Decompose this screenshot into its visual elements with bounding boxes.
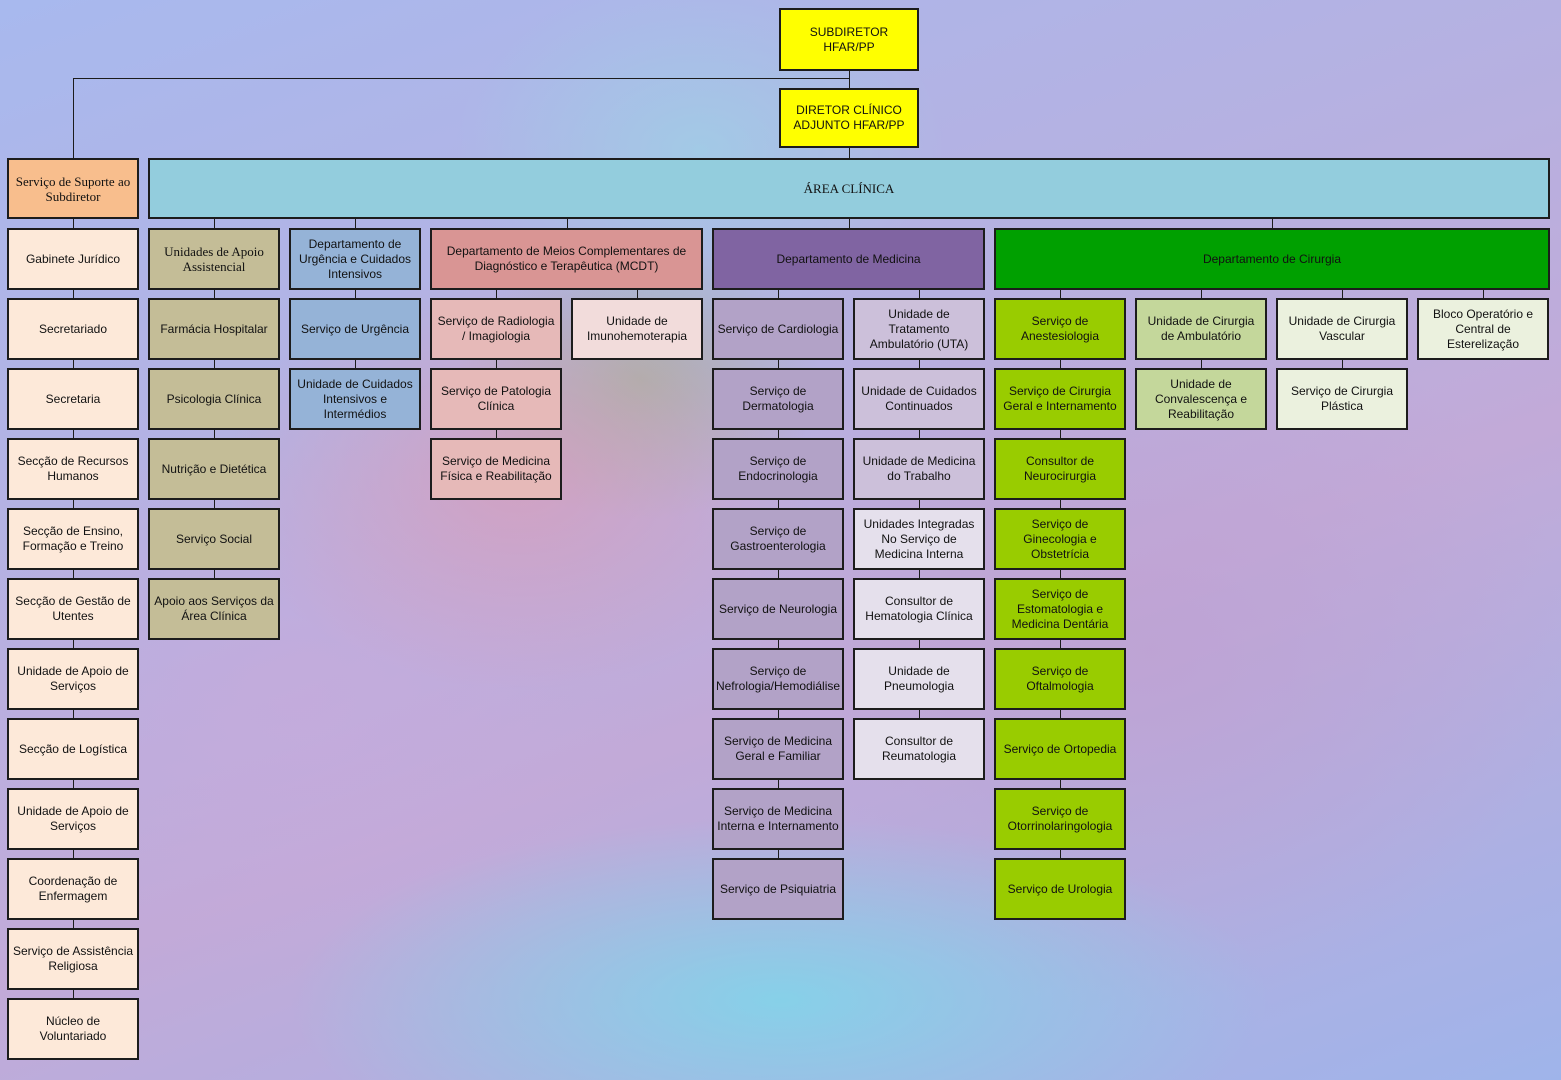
cirurgia-d-item[interactable]: Bloco Operatório e Central de Estereliza… bbox=[1417, 298, 1549, 360]
medicina-a-item[interactable]: Serviço de Psiquiatria bbox=[712, 858, 844, 920]
medicina-b-item[interactable]: Unidades Integradas No Serviço de Medici… bbox=[853, 508, 985, 570]
support-item[interactable]: Unidade de Apoio de Serviços bbox=[7, 648, 139, 710]
dept-mcdt-header[interactable]: Departamento de Meios Complementares de … bbox=[430, 228, 703, 290]
cirurgia-c-item[interactable]: Serviço de Cirurgia Plástica bbox=[1276, 368, 1408, 430]
connector-dept bbox=[1272, 219, 1273, 228]
subdiretor-box[interactable]: SUBDIRETOR HFAR/PP bbox=[779, 8, 919, 71]
dept-medicina-header[interactable]: Departamento de Medicina bbox=[712, 228, 985, 290]
cirurgia-a-item[interactable]: Serviço de Oftalmologia bbox=[994, 648, 1126, 710]
cirurgia-a-item[interactable]: Serviço de Anestesiologia bbox=[994, 298, 1126, 360]
mcdt-b-item[interactable]: Unidade de Imunohemoterapia bbox=[571, 298, 703, 360]
medicina-a-item[interactable]: Serviço de Cardiologia bbox=[712, 298, 844, 360]
medicina-b-item[interactable]: Unidade de Cuidados Continuados bbox=[853, 368, 985, 430]
medicina-b-item[interactable]: Unidade de Medicina do Trabalho bbox=[853, 438, 985, 500]
medicina-b-item[interactable]: Consultor de Reumatologia bbox=[853, 718, 985, 780]
medicina-a-item[interactable]: Serviço de Nefrologia/Hemodiálise bbox=[712, 648, 844, 710]
connector-area bbox=[849, 148, 850, 158]
support-item[interactable]: Serviço de Assistência Religiosa bbox=[7, 928, 139, 990]
dept-urgencia-header[interactable]: Departamento de Urgência e Cuidados Inte… bbox=[289, 228, 421, 290]
support-item[interactable]: Coordenação de Enfermagem bbox=[7, 858, 139, 920]
cirurgia-a-item[interactable]: Serviço de Urologia bbox=[994, 858, 1126, 920]
mcdt-a-item[interactable]: Serviço de Patologia Clínica bbox=[430, 368, 562, 430]
cirurgia-a-item[interactable]: Serviço de Ginecologia e Obstetrícia bbox=[994, 508, 1126, 570]
cirurgia-b-item[interactable]: Unidade de Convalescença e Reabilitação bbox=[1135, 368, 1267, 430]
connector-dept bbox=[849, 219, 850, 228]
apoio-item[interactable]: Apoio aos Serviços da Área Clínica bbox=[148, 578, 280, 640]
support-item[interactable]: Secretariado bbox=[7, 298, 139, 360]
cirurgia-a-item[interactable]: Serviço de Ortopedia bbox=[994, 718, 1126, 780]
medicina-a-item[interactable]: Serviço de Gastroenterologia bbox=[712, 508, 844, 570]
cirurgia-c-item[interactable]: Unidade de Cirurgia Vascular bbox=[1276, 298, 1408, 360]
cirurgia-a-item[interactable]: Serviço de Cirurgia Geral e Internamento bbox=[994, 368, 1126, 430]
support-item[interactable]: Secção de Recursos Humanos bbox=[7, 438, 139, 500]
urgencia-item[interactable]: Unidade de Cuidados Intensivos e Intermé… bbox=[289, 368, 421, 430]
cirurgia-b-item[interactable]: Unidade de Cirurgia de Ambulatório bbox=[1135, 298, 1267, 360]
mcdt-a-item[interactable]: Serviço de Radiologia / Imagiologia bbox=[430, 298, 562, 360]
support-item[interactable]: Secretaria bbox=[7, 368, 139, 430]
support-item[interactable]: Secção de Ensino, Formação e Treino bbox=[7, 508, 139, 570]
cirurgia-a-item[interactable]: Serviço de Otorrinolaringologia bbox=[994, 788, 1126, 850]
apoio-item[interactable]: Nutrição e Dietética bbox=[148, 438, 280, 500]
apoio-item[interactable]: Farmácia Hospitalar bbox=[148, 298, 280, 360]
cirurgia-a-item[interactable]: Consultor de Neurocirurgia bbox=[994, 438, 1126, 500]
support-item[interactable]: Gabinete Jurídico bbox=[7, 228, 139, 290]
connector-subdiretor bbox=[849, 71, 850, 88]
diretor-clinico-box[interactable]: DIRETOR CLÍNICO ADJUNTO HFAR/PP bbox=[779, 88, 919, 148]
dept-cirurgia-header[interactable]: Departamento de Cirurgia bbox=[994, 228, 1550, 290]
apoio-item[interactable]: Serviço Social bbox=[148, 508, 280, 570]
support-item[interactable]: Núcleo de Voluntariado bbox=[7, 998, 139, 1060]
mcdt-a-item[interactable]: Serviço de Medicina Física e Reabilitaçã… bbox=[430, 438, 562, 500]
medicina-a-item[interactable]: Serviço de Medicina Geral e Familiar bbox=[712, 718, 844, 780]
support-item[interactable]: Unidade de Apoio de Serviços bbox=[7, 788, 139, 850]
cirurgia-a-item[interactable]: Serviço de Estomatologia e Medicina Dent… bbox=[994, 578, 1126, 640]
connector-dept bbox=[355, 219, 356, 228]
connector-support-bar bbox=[73, 78, 850, 79]
connector-dept bbox=[214, 219, 215, 228]
connector-dept bbox=[567, 219, 568, 228]
medicina-a-item[interactable]: Serviço de Medicina Interna e Internamen… bbox=[712, 788, 844, 850]
medicina-b-item[interactable]: Unidade de Pneumologia bbox=[853, 648, 985, 710]
medicina-a-item[interactable]: Serviço de Dermatologia bbox=[712, 368, 844, 430]
support-header[interactable]: Serviço de Suporte ao Subdiretor bbox=[7, 158, 139, 219]
support-item[interactable]: Secção de Logística bbox=[7, 718, 139, 780]
medicina-b-item[interactable]: Consultor de Hematologia Clínica bbox=[853, 578, 985, 640]
urgencia-item[interactable]: Serviço de Urgência bbox=[289, 298, 421, 360]
support-item[interactable]: Secção de Gestão de Utentes bbox=[7, 578, 139, 640]
connector-support-drop bbox=[73, 78, 74, 158]
area-clinica-banner[interactable]: ÁREA CLÍNICA bbox=[148, 158, 1550, 219]
dept-apoio-header[interactable]: Unidades de Apoio Assistencial bbox=[148, 228, 280, 290]
medicina-a-item[interactable]: Serviço de Neurologia bbox=[712, 578, 844, 640]
apoio-item[interactable]: Psicologia Clínica bbox=[148, 368, 280, 430]
medicina-a-item[interactable]: Serviço de Endocrinologia bbox=[712, 438, 844, 500]
medicina-b-item[interactable]: Unidade de Tratamento Ambulatório (UTA) bbox=[853, 298, 985, 360]
